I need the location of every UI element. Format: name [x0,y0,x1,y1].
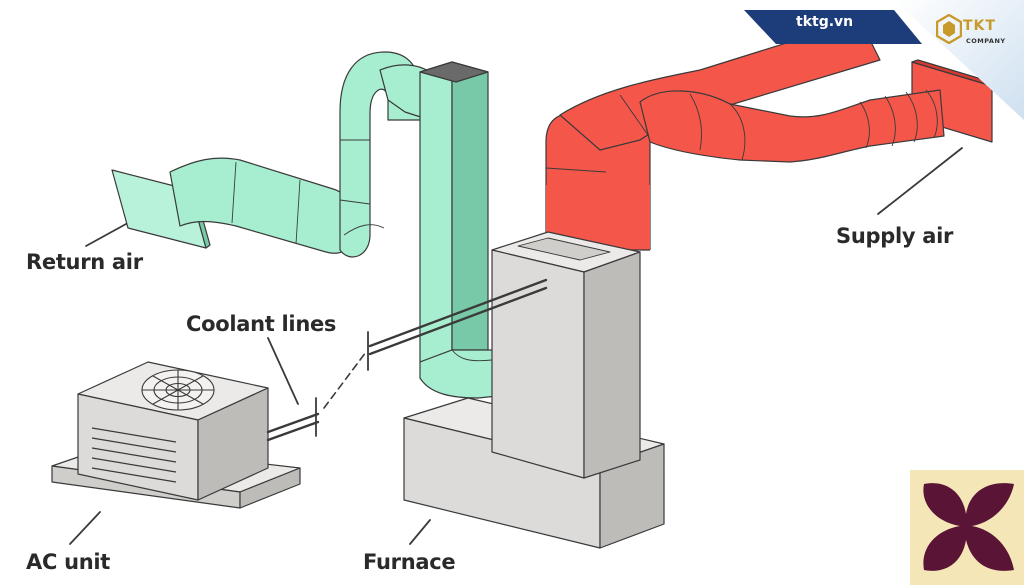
furnace-label: Furnace [363,550,456,574]
brand-emblem-icon [936,14,962,44]
coolant-lines [266,278,548,442]
ac-fan-icon [141,369,215,411]
corner-flower-logo-icon [910,470,1024,585]
brand-name-text: TKT [963,18,996,34]
supply-air-label: Supply air [836,224,954,248]
supply-air-duct [545,19,999,251]
return-air-duct [111,51,499,399]
furnace-unit [403,231,665,549]
watermark-banner [744,0,1024,120]
site-url-text: tktg.vn [796,14,854,30]
label-leader-lines [69,147,963,545]
return-air-label: Return air [26,250,143,274]
coolant-lines-label: Coolant lines [186,312,337,336]
ac-unit-label: AC unit [26,550,111,574]
brand-subtitle-text: COMPANY [966,37,1006,45]
